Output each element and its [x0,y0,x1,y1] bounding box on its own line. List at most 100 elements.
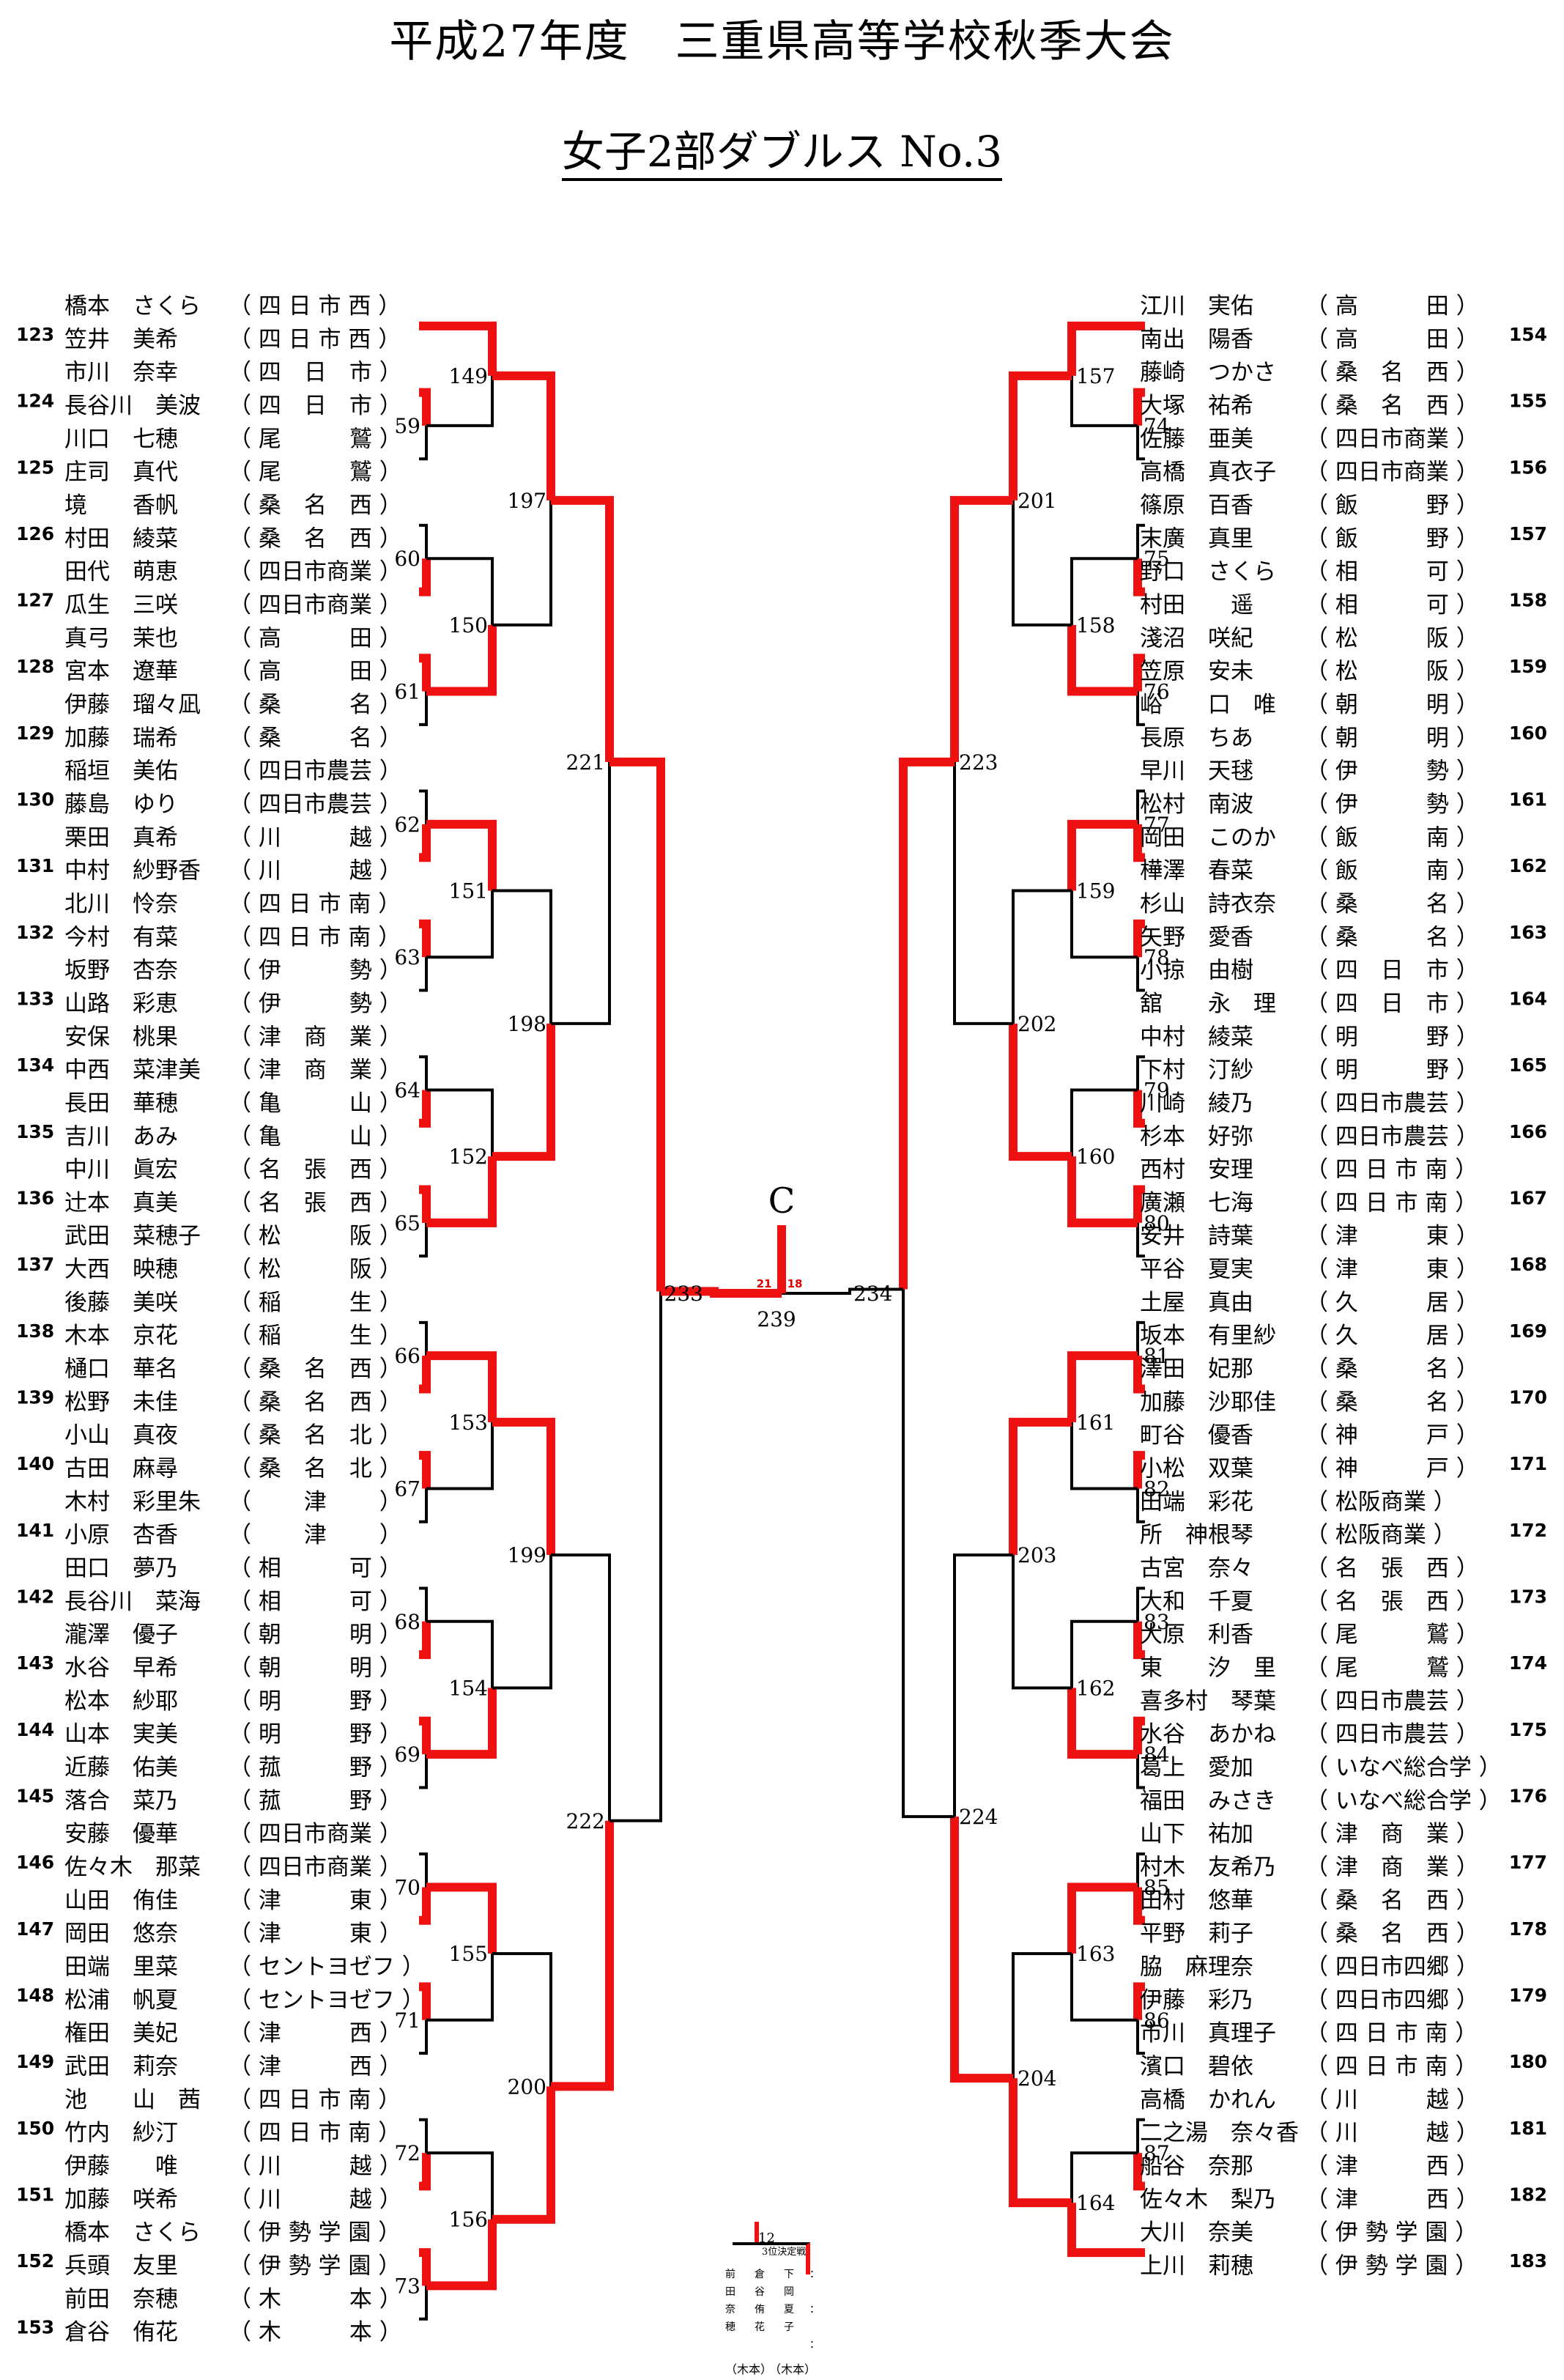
third-place-left-name-1: 前田奈穂 [725,2269,735,2333]
bracket-line [426,1088,494,1157]
right-player-name: 松村 南波 [1140,791,1253,818]
third-place-box: 12 3位決定戦 前田奈穂 倉谷侑花 下岡夏子 ：：： （木本） （木本） [725,2222,842,2376]
round1-line [419,2248,431,2286]
left-player-school: （ 四日市商業 ） [229,592,402,618]
right-player-name: 坂本 有里紗 [1140,1323,1276,1349]
left-player-name: 水谷 早希 [64,1655,178,1682]
match-number: 201 [1018,489,1056,513]
left-player-school: （ 桑 名 西 ） [229,1356,402,1383]
left-player-school: （ 桑 名 西 ） [229,525,402,552]
right-player-name: 野口 さくら [1140,559,1276,585]
subtitle-text: 女子2部ダブルス No.3 [561,127,1003,181]
left-player-name: 北川 怜奈 [64,891,178,917]
match-number: 202 [1018,1012,1056,1036]
round1-line [419,1754,428,1789]
left-player-name: 境 香帆 [64,492,178,519]
bracket-line [1070,1422,1138,1490]
match-number: 222 [566,1809,605,1833]
round1-line [1136,691,1145,726]
left-entry-number: 150 [16,2118,54,2139]
left-entry-number: 129 [16,722,54,744]
right-player-school: （ 伊 勢 ） [1305,791,1479,818]
match-number: 150 [449,613,488,638]
left-entry-number: 144 [16,1719,54,1740]
left-player-school: （ 朝 明 ） [229,1655,402,1682]
match-number: 221 [566,750,605,775]
right-player-school: （ 桑 名 西 ） [1305,1921,1479,1947]
bracket-line [1009,2078,1072,2208]
right-player-name: 田村 悠華 [1140,1888,1253,1914]
left-player-name: 市川 奈幸 [64,360,178,386]
left-player-name: 今村 有菜 [64,924,178,950]
bracket-line [492,371,555,500]
match-number: 85 [1144,1875,1170,1899]
left-player-name: 竹内 紗汀 [64,2120,178,2146]
round1-line [419,654,431,692]
left-player-school: （ 菰 野 ） [229,1788,402,1814]
left-player-name: 栗田 真希 [64,824,178,851]
bracket-line [950,1817,1013,2083]
left-player-name: 小原 杏香 [64,1522,178,1548]
right-player-name: 大和 千夏 [1140,1589,1253,1615]
left-player-school: （ 川 越 ） [229,2187,402,2213]
left-player-school: （ 木 本 ） [229,2286,402,2313]
right-player-school: （ 津 西 ） [1305,2153,1479,2179]
left-player-name: 辻本 真美 [64,1190,178,1216]
match-number: 68 [394,1610,420,1634]
bracket-line [609,757,665,1292]
right-player-name: 市川 真理子 [1140,2020,1276,2047]
right-player-school: （ 津 東 ） [1305,1223,1479,1249]
bracket-line [492,1023,555,1161]
match-number: 61 [394,680,420,704]
right-player-name: 二之湯 奈々香 [1140,2120,1299,2146]
round1-line [1136,789,1145,824]
left-player-school: （ 津 東 ） [229,1888,402,1914]
round1-line [1133,1982,1145,2020]
left-player-name: 武田 莉奈 [64,2053,178,2080]
left-player-name: 田口 夢乃 [64,1556,178,1582]
round1-line [419,1586,428,1622]
round1-line [1133,1621,1145,1660]
match-number: 59 [394,414,420,438]
right-player-school: （ 津 東 ） [1305,1257,1479,1283]
match-number: 79 [1144,1079,1170,1103]
left-entry-number: 145 [16,1785,54,1806]
round1-line [1133,1716,1145,1755]
left-player-school: （ 津 ） [229,1522,402,1548]
match-number: 84 [1144,1742,1170,1767]
left-player-name: 倉谷 侑花 [64,2319,178,2346]
bracket-line [426,1619,494,1688]
bracket-line [426,624,497,696]
match-number: 73 [394,2274,420,2298]
right-entry-number: 157 [1509,523,1547,544]
round1-line [419,425,428,461]
right-player-name: 古宮 奈々 [1140,1556,1253,1582]
left-player-name: 中村 紗野香 [64,858,201,884]
left-entry-number: 123 [16,324,54,345]
left-player-name: 小山 真夜 [64,1422,178,1449]
round1-line [419,388,431,426]
left-player-school: （ 相 可 ） [229,1589,402,1615]
right-player-school: （ 四日市四郷 ） [1305,1987,1479,2014]
right-player-name: 平谷 夏実 [1140,1257,1253,1283]
left-player-school: （ 桑 名 西 ） [229,492,402,519]
semifinal-left-line [661,1287,782,1298]
left-player-school: （ 桑 名 ） [229,692,402,718]
left-player-school: （ 稲 生 ） [229,1323,402,1349]
left-player-name: 川口 七穂 [64,426,178,452]
left-player-name: 近藤 佑美 [64,1755,178,1781]
round1-line [419,1982,431,2020]
right-entry-number: 173 [1509,1586,1547,1607]
round1-line [1133,1451,1145,1489]
round1-line [419,1222,428,1258]
round1-line [1136,523,1145,559]
round1-line [1133,654,1145,692]
right-entry-number: 166 [1509,1121,1547,1142]
right-player-school: （ 四日市農芸 ） [1305,1090,1479,1117]
right-player-name: 小松 双葉 [1140,1456,1253,1482]
bracket-line [1009,1023,1072,1161]
right-entry-number: 183 [1509,2250,1547,2272]
left-player-name: 武田 菜穂子 [64,1223,201,1249]
left-entry-number: 142 [16,1586,54,1607]
right-player-name: 所 神根琴 [1140,1522,1253,1548]
